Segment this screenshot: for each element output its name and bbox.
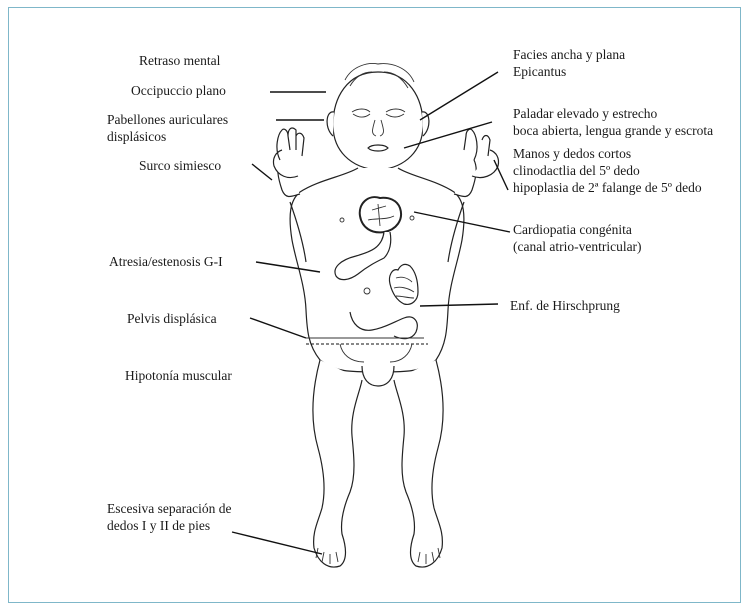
infant-torso [290, 168, 464, 386]
label-pabellones-auriculares: Pabellones auriculares displásicos [107, 111, 228, 145]
label-paladar-elevado: Paladar elevado y estrecho boca abierta,… [513, 105, 713, 139]
label-atresia-estenosis: Atresia/estenosis G-I [109, 253, 223, 270]
label-facies-ancha: Facies ancha y plana Epicantus [513, 46, 625, 80]
label-manos-dedos: Manos y dedos cortos clinodactlia del 5º… [513, 145, 702, 196]
label-escesiva-separacion: Escesiva separación de dedos I y II de p… [107, 500, 231, 534]
label-retraso-mental: Retraso mental [139, 52, 220, 69]
label-occipucio-plano: Occipuccio plano [131, 82, 226, 99]
label-hipotonia-muscular: Hipotonía muscular [125, 367, 232, 384]
label-cardiopatia-congenita: Cardiopatia congénita (canal atrio-ventr… [513, 221, 642, 255]
infant-legs [313, 360, 443, 567]
label-hirschprung: Enf. de Hirschprung [510, 297, 620, 314]
infant-head [327, 64, 429, 170]
label-surco-simiesco: Surco simiesco [139, 157, 221, 174]
label-pelvis-displasica: Pelvis displásica [127, 310, 217, 327]
